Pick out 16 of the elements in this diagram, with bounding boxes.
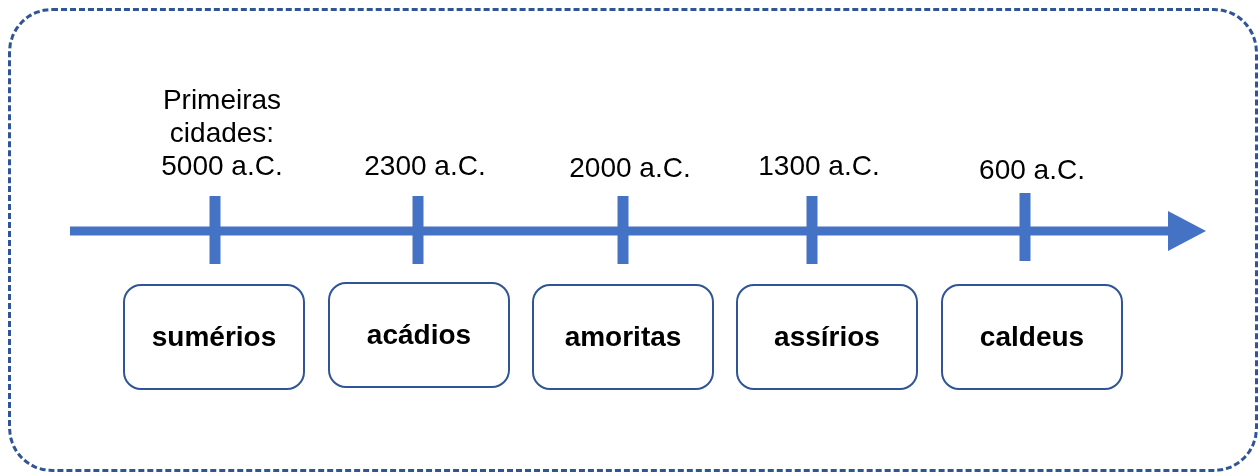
people-name: assírios	[774, 321, 880, 353]
date-label: 1300 a.C.	[757, 149, 881, 182]
dashed-frame	[8, 8, 1258, 472]
people-name: caldeus	[979, 321, 1085, 353]
period-box	[328, 282, 510, 388]
date-label: 2300 a.C.	[363, 149, 487, 182]
date-label: Primeiras cidades: 5000 a.C.	[160, 83, 284, 182]
date-label: 600 a.C.	[978, 153, 1086, 186]
people-name: amoritas	[564, 321, 682, 353]
period-box	[123, 284, 305, 390]
period-box	[532, 284, 714, 390]
period-box	[941, 284, 1123, 390]
period-box	[736, 284, 918, 390]
people-name: acádios	[366, 319, 472, 351]
date-label: 2000 a.C.	[568, 151, 692, 184]
people-name: sumérios	[151, 321, 277, 353]
